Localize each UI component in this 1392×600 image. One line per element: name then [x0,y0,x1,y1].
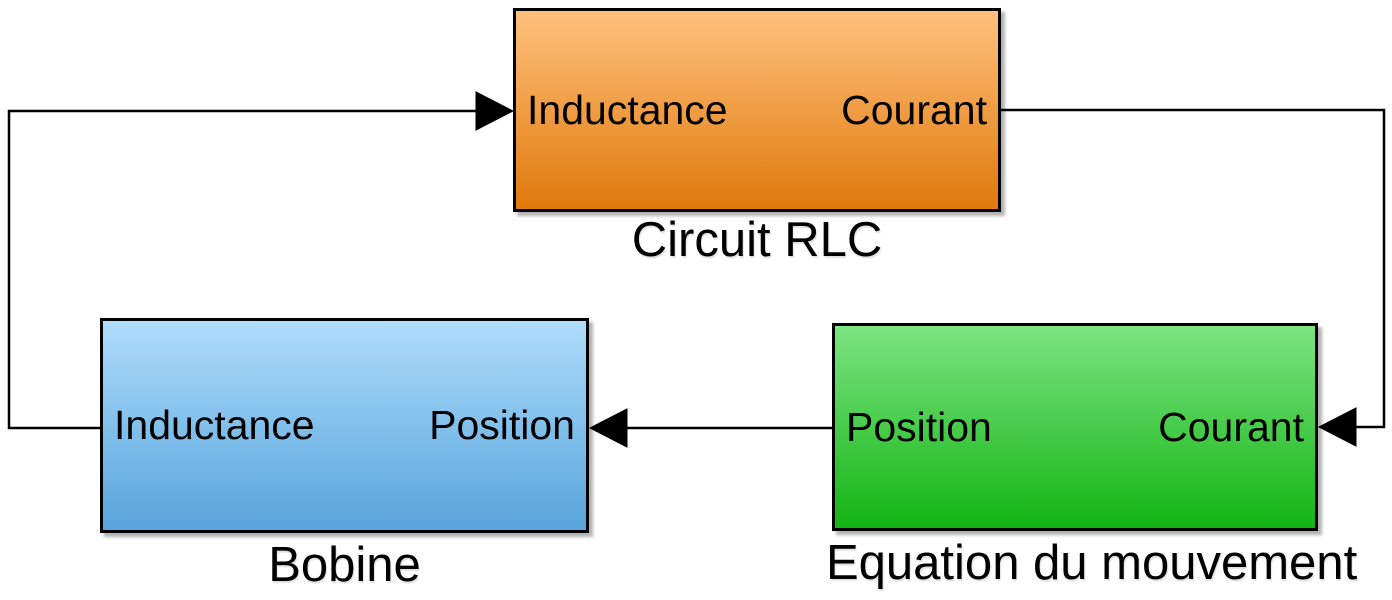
port-labels-row: Position Courant [835,403,1315,450]
port-labels-row: Inductance Courant [516,86,998,133]
block-bobine[interactable]: Inductance Position [100,318,589,533]
block-equation-du-mouvement[interactable]: Position Courant [832,323,1318,531]
connection-courant[interactable] [1001,108,1386,447]
block-circuit-rlc[interactable]: Inductance Courant [513,8,1001,212]
connection-position[interactable] [588,408,832,448]
port-label-bobine-inductance: Inductance [114,402,315,448]
port-label-circuit-rlc-inductance: Inductance [527,86,728,133]
arrowhead-into-circuit-rlc [475,91,515,131]
connection-inductance-feedback[interactable] [7,91,515,430]
block-caption-equation-du-mouvement[interactable]: Equation du mouvement [826,536,1358,590]
port-label-equation-courant: Courant [1158,403,1304,450]
port-label-bobine-position: Position [429,402,575,448]
port-labels-row: Inductance Position [103,405,586,446]
port-label-equation-position: Position [846,403,992,450]
port-label-circuit-rlc-courant: Courant [841,86,987,133]
block-caption-circuit-rlc[interactable]: Circuit RLC [631,213,883,267]
block-caption-bobine[interactable]: Bobine [268,538,421,592]
arrowhead-into-bobine [588,408,628,448]
arrowhead-into-equation [1317,407,1357,447]
